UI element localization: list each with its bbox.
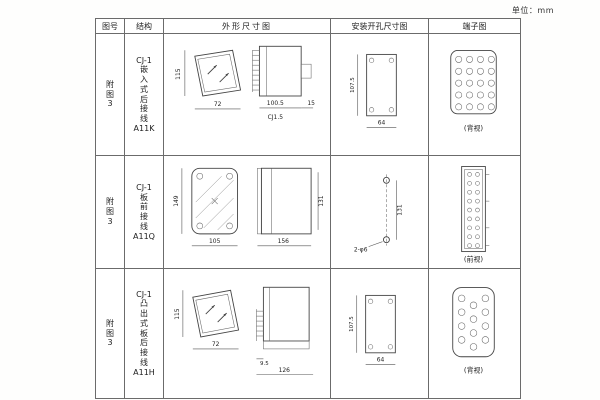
terminal-view-label-row2: (前视) [464, 254, 484, 263]
install-height-dim-row2: 131 [396, 204, 403, 216]
outline-depth-dim-row2: 156 [278, 237, 290, 244]
terminal-view-label-row1: (背视) [464, 123, 484, 132]
install-note-row2: 2-φ6 [354, 246, 368, 253]
install-holes-drawing-a11q: 131 2-φ6 [354, 173, 403, 253]
install-height-dim-row1: 107.5 [350, 77, 356, 93]
outline-depth-dim-row3: 126 [279, 366, 291, 373]
outline-drawing-cell-row3: 115 72 9.5 126 [164, 269, 331, 399]
figure-no-cell-row1: 附 图 3 [96, 34, 125, 156]
terminal-diagram-a11q: (前视) [461, 165, 490, 263]
outline-width-dim-row3: 72 [212, 340, 220, 347]
install-holes-drawing-a11h: 107.5 64 [349, 294, 396, 365]
terminal-diagram-cell-row2: (前视) [429, 156, 521, 269]
outline-height-dim-row1: 115 [175, 68, 182, 80]
outline-height-dim-row3: 115 [174, 308, 181, 320]
header-figure-no: 图号 [96, 19, 125, 34]
install-width-dim-row1: 64 [378, 119, 386, 126]
outline-flange-dim-row1: 15 [307, 99, 315, 106]
install-width-dim-row3: 64 [377, 356, 385, 363]
figure-no-cell-row2: 附 图 3 [96, 156, 125, 269]
outline-drawing-a11q: 149 105 156 131 [173, 167, 325, 246]
header-install-dims: 安装开孔尺寸图 [331, 19, 429, 34]
outline-drawing-a11h: 115 72 9.5 126 [174, 286, 314, 375]
structure-cell-row3: CJ-1 凸 出 式 板 后 接 线 A11H [125, 269, 164, 399]
unit-label: 单位：mm [511, 6, 554, 15]
outline-drawing-cell-row1: 115 72 100.5 [164, 34, 331, 156]
dimension-table: 图号 结构 外形尺寸图 安装开孔尺寸图 端子图 附 图 3 CJ-1 嵌 入 式… [95, 18, 521, 399]
header-outline-dims: 外形尺寸图 [164, 19, 331, 34]
header-structure: 结构 [125, 19, 164, 34]
terminal-view-label-row3: (背视) [464, 365, 484, 374]
structure-cell-row1: CJ-1 嵌 入 式 后 接 线 A11K [125, 34, 164, 156]
outline-width-dim-row1: 72 [214, 100, 222, 107]
terminal-diagram-a11k: (背视) [450, 49, 497, 132]
install-drawing-cell-row3: 107.5 64 [331, 269, 429, 399]
terminal-diagram-a11h: (背视) [452, 286, 495, 374]
outline-note-row1: CJ1.5 [268, 113, 284, 120]
outline-side-height-dim-row2: 131 [318, 195, 325, 207]
figure-no-cell-row3: 附 图 3 [96, 269, 125, 399]
install-holes-drawing-a11k: 107.5 64 [350, 53, 397, 128]
structure-cell-row2: CJ-1 板 前 接 线 A11Q [125, 156, 164, 269]
outline-height-dim-row2: 149 [173, 195, 180, 207]
outline-depth-dim-row1: 100.5 [267, 99, 284, 106]
outline-drawing-cell-row2: 149 105 156 131 [164, 156, 331, 269]
outline-width-dim-row2: 105 [209, 237, 221, 244]
outline-drawing-a11k: 115 72 100.5 [175, 45, 315, 120]
install-drawing-cell-row1: 107.5 64 [331, 34, 429, 156]
install-drawing-cell-row2: 131 2-φ6 [331, 156, 429, 269]
install-height-dim-row3: 107.5 [349, 316, 355, 332]
outline-pin-dim-row3: 9.5 [260, 360, 269, 366]
header-terminal-diagram: 端子图 [429, 19, 521, 34]
terminal-diagram-cell-row1: (背视) [429, 34, 521, 156]
terminal-diagram-cell-row3: (背视) [429, 269, 521, 399]
